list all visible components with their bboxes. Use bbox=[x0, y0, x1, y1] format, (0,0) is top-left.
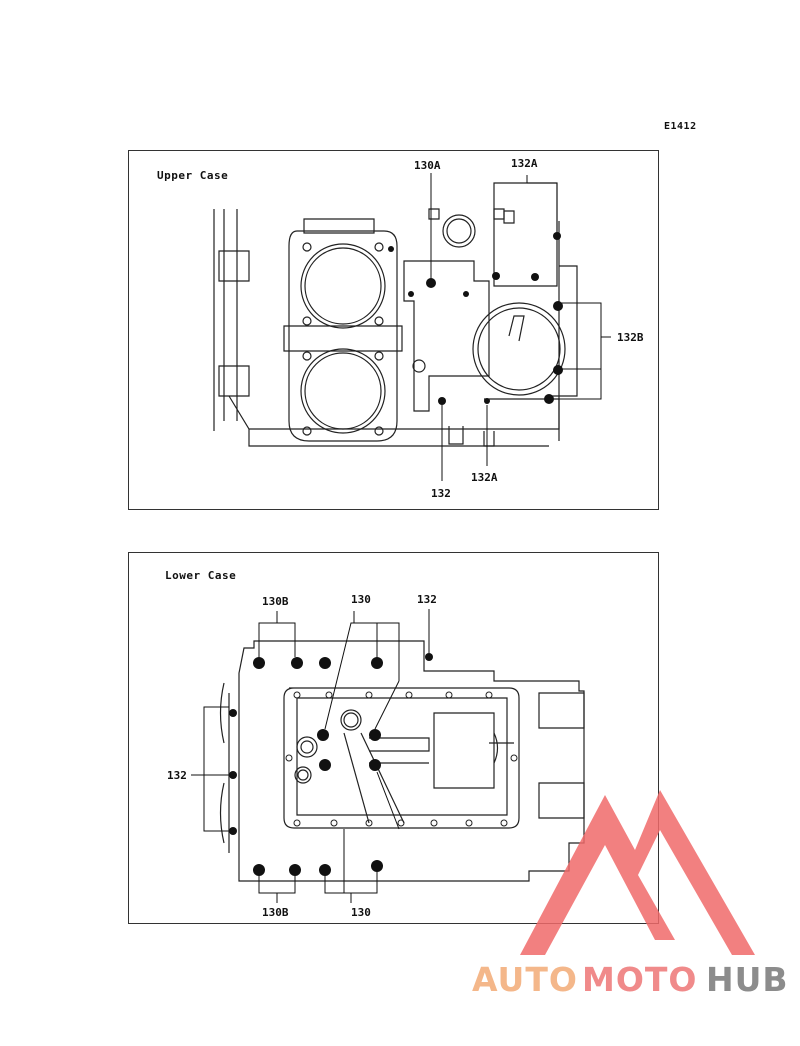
upper-case-title: Upper Case bbox=[157, 169, 229, 182]
lower-label-130-bottom: 130 bbox=[351, 906, 371, 919]
lower-label-130B-bottom: 130B bbox=[262, 906, 289, 919]
watermark-word-moto: MOTO bbox=[582, 960, 698, 999]
lower-label-130-top: 130 bbox=[351, 593, 371, 606]
upper-case-panel: Upper Case bbox=[128, 150, 659, 510]
lower-label-132-left: 132 bbox=[167, 769, 187, 782]
lower-case-title: Lower Case bbox=[165, 569, 237, 582]
lower-case-drawing: 130B 130 132 132 130B 130 bbox=[167, 593, 585, 919]
watermark-triangle-logo bbox=[520, 790, 755, 955]
upper-case-drawing: 130A 132A 132B 132 132A bbox=[213, 157, 644, 500]
upper-label-130A: 130A bbox=[414, 159, 441, 172]
watermark-word-hub: HUB bbox=[706, 960, 789, 999]
watermark-word-auto: AUTO bbox=[472, 960, 578, 999]
upper-label-132B: 132B bbox=[617, 331, 644, 344]
automotohub-watermark: AUTO MOTO HUB bbox=[470, 790, 800, 1046]
lower-label-130B-top: 130B bbox=[262, 595, 289, 608]
upper-label-132: 132 bbox=[431, 487, 451, 500]
lower-label-132-top: 132 bbox=[417, 593, 437, 606]
upper-label-132A-bottom: 132A bbox=[471, 471, 498, 484]
upper-label-132A-top: 132A bbox=[511, 157, 538, 170]
lower-case-panel: Lower Case bbox=[128, 552, 659, 924]
diagram-code: E1412 bbox=[664, 121, 697, 132]
